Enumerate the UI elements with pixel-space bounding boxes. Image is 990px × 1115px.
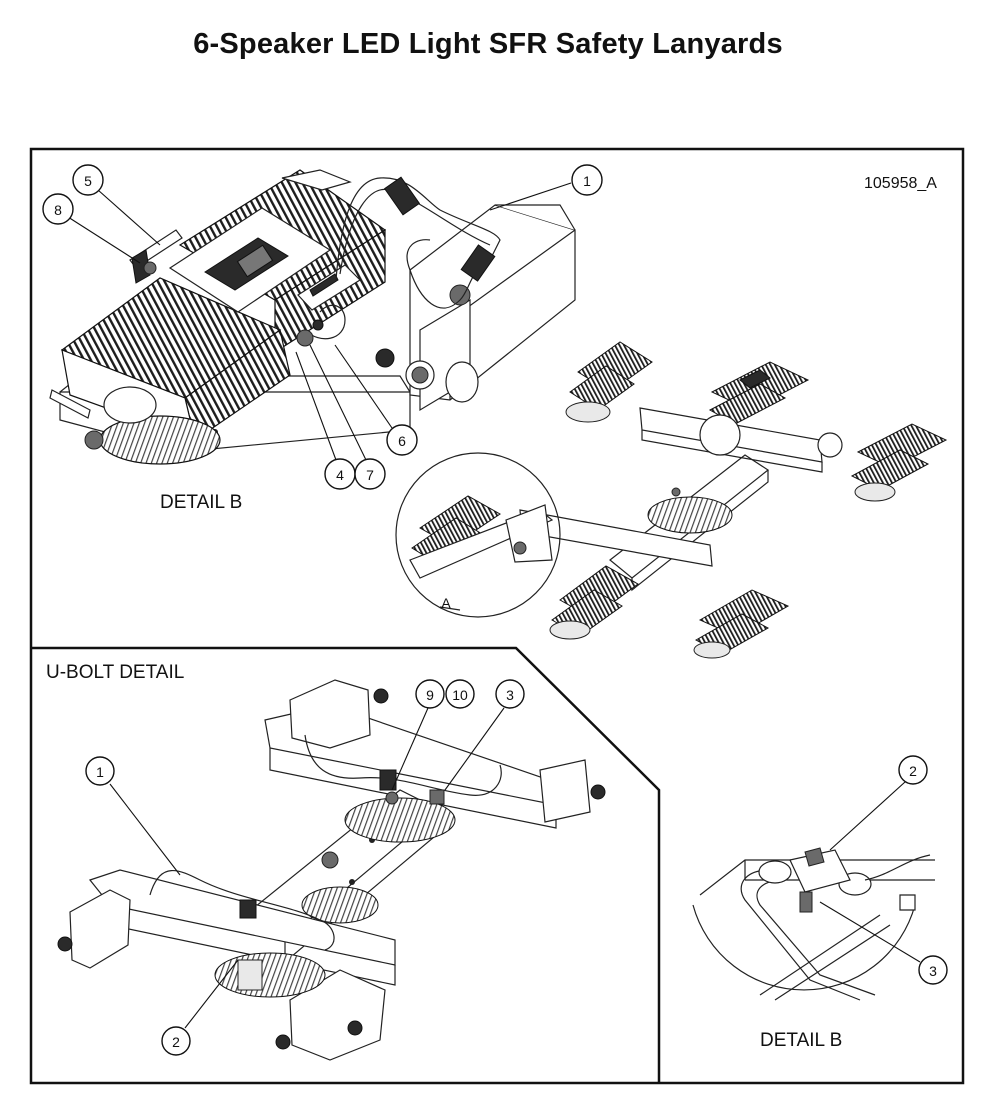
view-marker: A (441, 595, 451, 611)
svg-text:10: 10 (452, 687, 468, 703)
svg-text:7: 7 (366, 467, 374, 483)
callout-bubble: 3 (918, 955, 948, 985)
svg-text:9: 9 (426, 687, 434, 703)
svg-text:2: 2 (172, 1034, 180, 1050)
detail-b-callouts: 1 5 8 6 4 7 (42, 164, 603, 490)
svg-text:2: 2 (909, 763, 917, 779)
svg-text:3: 3 (506, 687, 514, 703)
callout-bubble: 6 (386, 424, 418, 456)
detail-b-small-callouts: 2 3 (819, 755, 948, 985)
callout-bubble: 1 (85, 756, 115, 786)
svg-text:6: 6 (398, 433, 406, 449)
page-title: 6-Speaker LED Light SFR Safety Lanyards (193, 28, 783, 60)
detail-b-label: DETAIL B (160, 492, 242, 513)
drawing-frame (29, 147, 965, 1085)
detail-b-small (692, 847, 935, 1001)
svg-text:8: 8 (54, 202, 62, 218)
callout-bubble: 5 (72, 164, 104, 196)
detail-b-small-label: DETAIL B (760, 1030, 842, 1051)
callout-bubble: 10 (445, 679, 475, 709)
ubolt-callouts: 9 10 3 1 2 (85, 679, 525, 1056)
overview-assembly: A (395, 341, 948, 659)
callout-bubble: 4 (324, 458, 356, 490)
svg-text:3: 3 (929, 963, 937, 979)
document-number: 105958_A (864, 175, 937, 192)
ubolt-detail-label: U-BOLT DETAIL (46, 662, 184, 683)
callout-bubble: 7 (354, 458, 386, 490)
svg-text:1: 1 (96, 764, 104, 780)
callout-bubble: 2 (898, 755, 928, 785)
callout-bubble: 3 (495, 679, 525, 709)
svg-text:5: 5 (84, 173, 92, 189)
callout-bubble: 8 (42, 193, 74, 225)
callout-bubble: 1 (571, 164, 603, 196)
svg-text:4: 4 (336, 467, 344, 483)
callout-bubble: 2 (161, 1026, 191, 1056)
ubolt-assembly (57, 679, 606, 1061)
detail-b-light-fixture (49, 169, 576, 465)
callout-bubble: 9 (415, 679, 445, 709)
svg-text:1: 1 (583, 173, 591, 189)
